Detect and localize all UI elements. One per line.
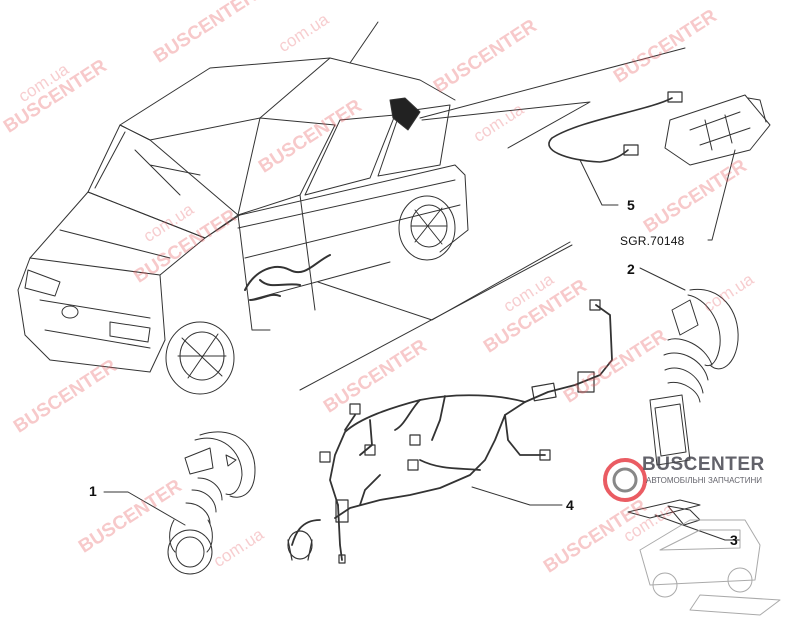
part-2-grommet (639, 267, 739, 466)
callout-2: 2 (627, 261, 635, 277)
buscenter-logo: BUSCENTER АВТОМОБІЛЬНІ ЗАПЧАСТИНИ (602, 436, 782, 516)
part-1-grommet (103, 431, 256, 575)
callout-5: 5 (627, 197, 635, 213)
callout-4: 4 (566, 497, 574, 513)
mini-van-illustration (639, 519, 781, 616)
reference-code: SGR.70148 (620, 234, 685, 248)
callout-1: 1 (89, 483, 97, 499)
logo-tagline: АВТОМОБІЛЬНІ ЗАПЧАСТИНИ (646, 476, 762, 485)
buscenter-logo-mark (603, 458, 647, 502)
car-illustration (17, 21, 469, 395)
part-5-cable (548, 91, 683, 206)
lock-mechanism (664, 94, 771, 241)
callout-3: 3 (730, 532, 738, 548)
part-4-harness (287, 299, 613, 564)
logo-name: BUSCENTER (642, 454, 765, 475)
